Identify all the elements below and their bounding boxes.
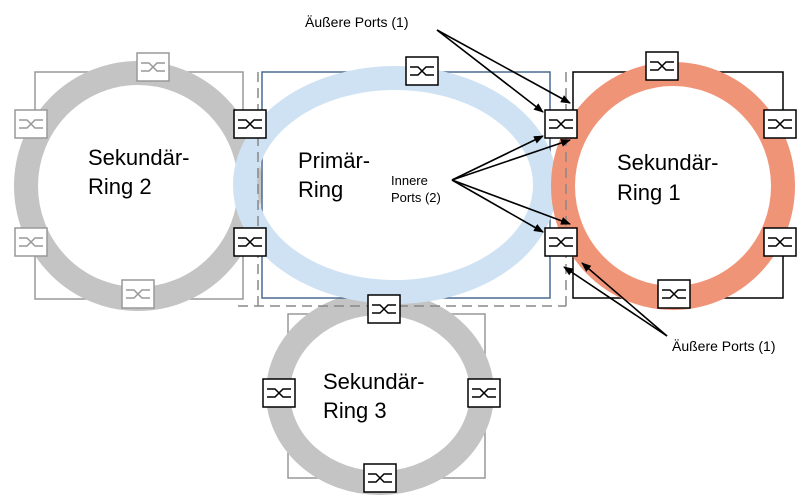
arrow-outer-top-2	[436, 29, 571, 104]
arrow-outer-bottom-2	[581, 262, 668, 337]
switch-icon	[763, 109, 797, 139]
switch-icon	[645, 51, 679, 81]
switch-icon	[136, 52, 170, 82]
switch-icon	[14, 109, 48, 139]
switch-icon	[233, 227, 267, 257]
arrow-inner-4	[451, 179, 571, 225]
arrow-outer-bottom-1	[563, 266, 668, 337]
primary-ring-label-line2: Ring	[298, 177, 343, 202]
primary-ring-band	[233, 66, 557, 304]
arrow-inner-2	[451, 139, 571, 181]
arrow-inner-3	[451, 179, 544, 233]
arrow-inner-1	[451, 135, 544, 181]
secondary-ring-2-label-line1: Sekundär-	[88, 145, 190, 170]
secondary-ring-3-label-line1: Sekundär-	[323, 369, 425, 394]
switch-icon	[405, 56, 439, 86]
arrow-outer-top-1	[436, 29, 544, 113]
switch-icon	[262, 378, 296, 408]
switch-icon	[544, 109, 578, 139]
outer-ports-bottom-label: Äußere Ports (1)	[672, 338, 775, 354]
switch-icon	[544, 227, 578, 257]
annotation-arrows	[436, 29, 668, 337]
switch-icon	[657, 279, 691, 309]
switch-icon	[121, 279, 155, 309]
switch-icons	[14, 51, 797, 493]
inner-ports-label-line1: Innere	[391, 173, 428, 188]
switch-icon	[233, 109, 267, 139]
ring-labels: Sekundär- Ring 2 Primär- Ring Sekundär- …	[88, 145, 719, 423]
switch-icon	[363, 463, 397, 493]
secondary-ring-1-label-line2: Ring 1	[617, 180, 681, 205]
primary-ring-label-line1: Primär-	[298, 148, 370, 173]
secondary-ring-2-label-line2: Ring 2	[88, 174, 152, 199]
switch-icon	[467, 378, 501, 408]
annotation-labels: Äußere Ports (1) Innere Ports (2) Äußere…	[305, 14, 775, 354]
outer-ports-top-label: Äußere Ports (1)	[305, 14, 408, 30]
secondary-ring-3-label-line2: Ring 3	[323, 398, 387, 423]
inner-ports-label-line2: Ports (2)	[391, 190, 441, 205]
secondary-ring-1-label-line1: Sekundär-	[617, 150, 719, 175]
switch-icon	[763, 227, 797, 257]
switch-icon	[367, 294, 401, 324]
switch-icon	[14, 227, 48, 257]
